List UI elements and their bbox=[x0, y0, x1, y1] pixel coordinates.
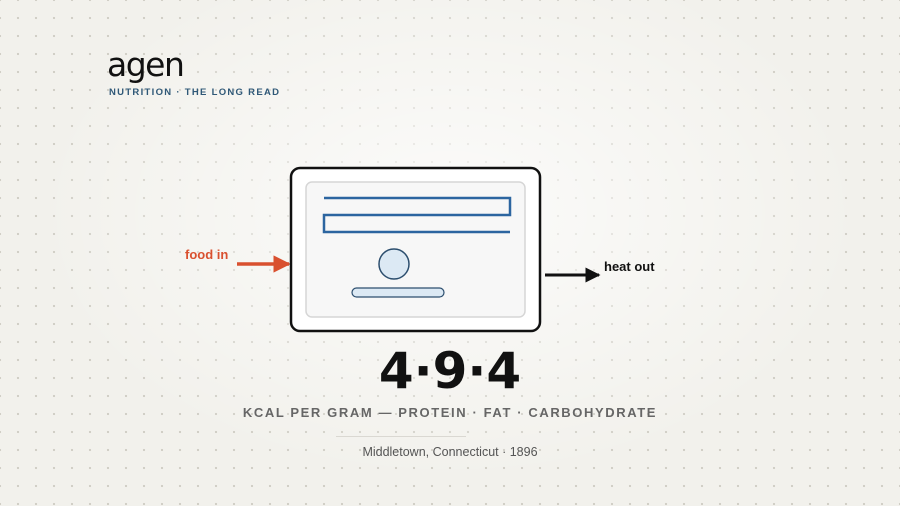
energy-ratio-caption: KCAL PER GRAM — PROTEIN · FAT · CARBOHYD… bbox=[242, 405, 658, 420]
brand-logo: agen bbox=[107, 45, 185, 84]
food-in-label: food in bbox=[185, 247, 229, 262]
sample-tray bbox=[351, 287, 445, 298]
energy-ratio-headline: 4·9·4 bbox=[378, 342, 522, 400]
place-date-line: Middletown, Connecticut · 1896 bbox=[362, 445, 538, 459]
brand-block: agen NUTRITION · THE LONG READ bbox=[107, 48, 280, 98]
sample-bulb bbox=[378, 248, 410, 280]
heating-coil bbox=[322, 196, 512, 234]
calorimeter-icon bbox=[289, 166, 542, 333]
footer-divider bbox=[336, 436, 466, 437]
heat-out-label: heat out bbox=[604, 259, 655, 274]
brand-tagline: NUTRITION · THE LONG READ bbox=[109, 87, 281, 98]
